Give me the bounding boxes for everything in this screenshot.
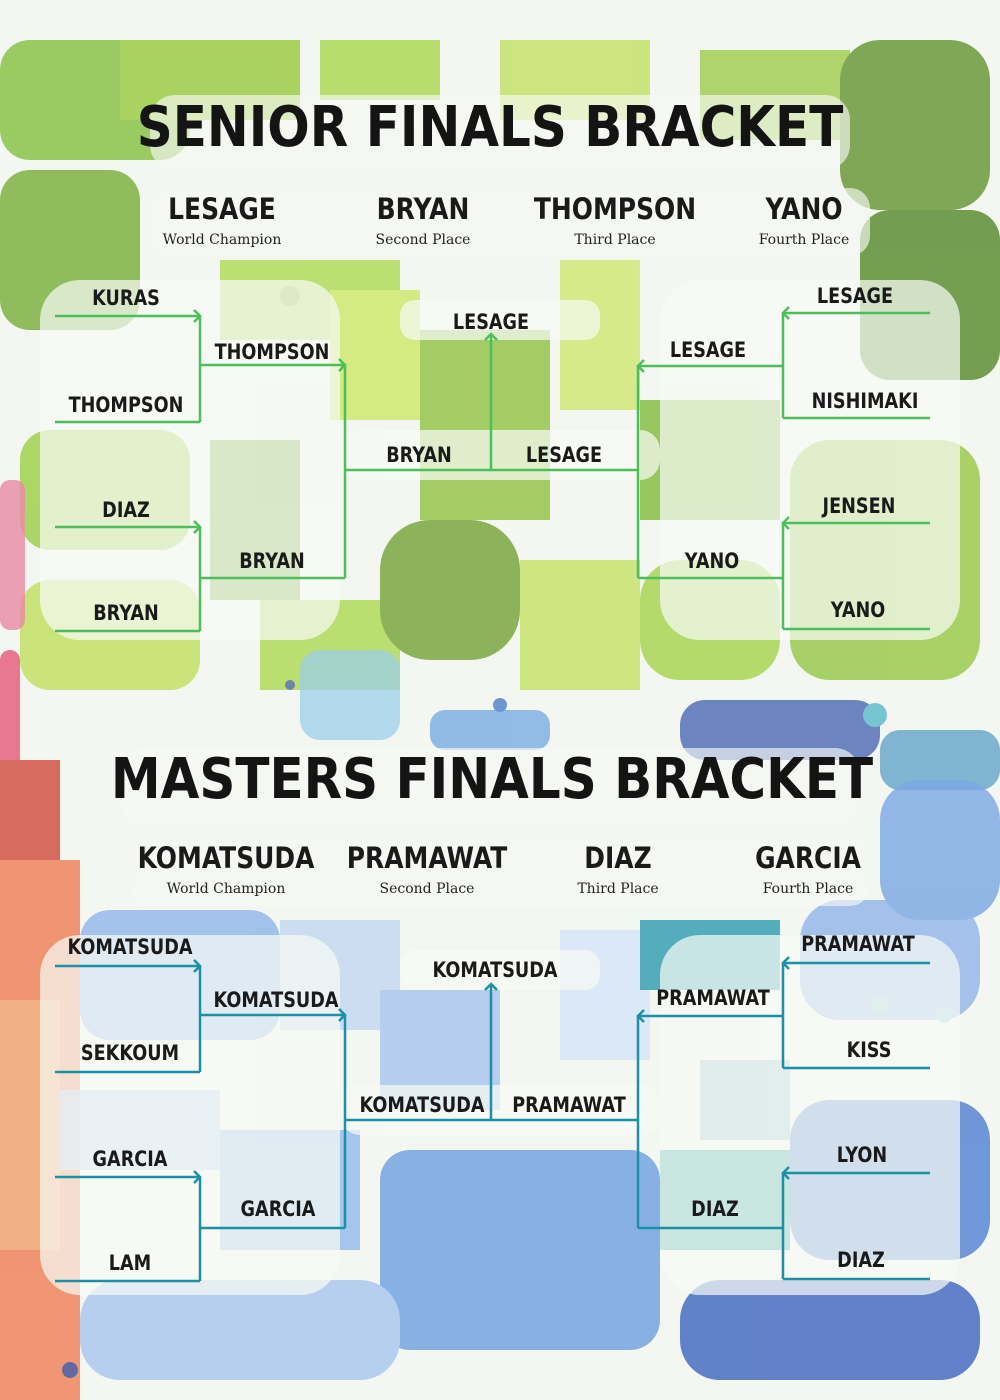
senior-title: SENIOR FINALS BRACKET xyxy=(136,94,844,160)
senior-right-r1-slot-4: YANO xyxy=(830,598,886,622)
senior-champion-name: LESAGE xyxy=(168,192,276,226)
masters-left-r1-slot-2: SEKKOUM xyxy=(80,1041,180,1065)
masters-left-finalist: KOMATSUDA xyxy=(359,1093,485,1117)
senior-second-label: Second Place xyxy=(375,232,471,248)
masters-title: MASTERS FINALS BRACKET xyxy=(110,746,874,812)
masters-right-finalist: PRAMAWAT xyxy=(512,1093,626,1117)
masters-left-r1-slot-3: GARCIA xyxy=(92,1147,168,1171)
senior-right-r2-slot-1: LESAGE xyxy=(669,338,747,362)
masters-left-r1-slot-4: LAM xyxy=(108,1251,152,1275)
senior-fourth-name: YANO xyxy=(765,192,843,226)
masters-right-r1-slot-3: LYON xyxy=(836,1143,888,1167)
senior-right-r1-slot-3: JENSEN xyxy=(822,494,896,518)
senior-champion-label: World Champion xyxy=(162,232,282,248)
senior-second-name: BRYAN xyxy=(376,192,470,226)
masters-left-r2-slot-1: KOMATSUDA xyxy=(213,988,339,1012)
senior-left-finalist: BRYAN xyxy=(386,443,452,467)
masters-champion-name: KOMATSUDA xyxy=(137,841,315,875)
senior-right-r1-slot-1: LESAGE xyxy=(816,284,894,308)
masters-champion-label: World Champion xyxy=(166,881,286,897)
masters-third-name: DIAZ xyxy=(584,841,652,875)
senior-right-finalist: LESAGE xyxy=(525,443,603,467)
senior-left-r1-slot-3: DIAZ xyxy=(102,498,150,522)
masters-right-r2-slot-1: PRAMAWAT xyxy=(656,986,770,1010)
masters-fourth-label: Fourth Place xyxy=(762,881,854,897)
senior-champion-slot: LESAGE xyxy=(452,310,530,334)
masters-left-r1-slot-1: KOMATSUDA xyxy=(67,935,193,959)
masters-left-r2-slot-2: GARCIA xyxy=(240,1197,316,1221)
masters-right-r2-slot-2: DIAZ xyxy=(691,1197,739,1221)
senior-fourth-label: Fourth Place xyxy=(758,232,850,248)
senior-left-r2-slot-1: THOMPSON xyxy=(214,340,330,364)
senior-right-r2-slot-2: YANO xyxy=(684,549,740,573)
masters-right-r1-slot-1: PRAMAWAT xyxy=(801,932,915,956)
masters-fourth-name: GARCIA xyxy=(755,841,861,875)
senior-right-r1-slot-2: NISHIMAKI xyxy=(811,389,919,413)
senior-left-r2-slot-2: BRYAN xyxy=(239,549,305,573)
masters-right-r1-slot-4: DIAZ xyxy=(837,1248,885,1272)
masters-champion-slot: KOMATSUDA xyxy=(432,958,558,982)
senior-left-r1-slot-1: KURAS xyxy=(92,286,160,310)
senior-left-r1-slot-2: THOMPSON xyxy=(68,393,184,417)
senior-third-label: Third Place xyxy=(574,232,656,248)
senior-third-name: THOMPSON xyxy=(533,192,697,226)
masters-third-label: Third Place xyxy=(577,881,659,897)
masters-second-label: Second Place xyxy=(379,881,475,897)
masters-second-name: PRAMAWAT xyxy=(346,841,508,875)
masters-right-r1-slot-2: KISS xyxy=(846,1038,892,1062)
senior-left-r1-slot-4: BRYAN xyxy=(93,601,159,625)
